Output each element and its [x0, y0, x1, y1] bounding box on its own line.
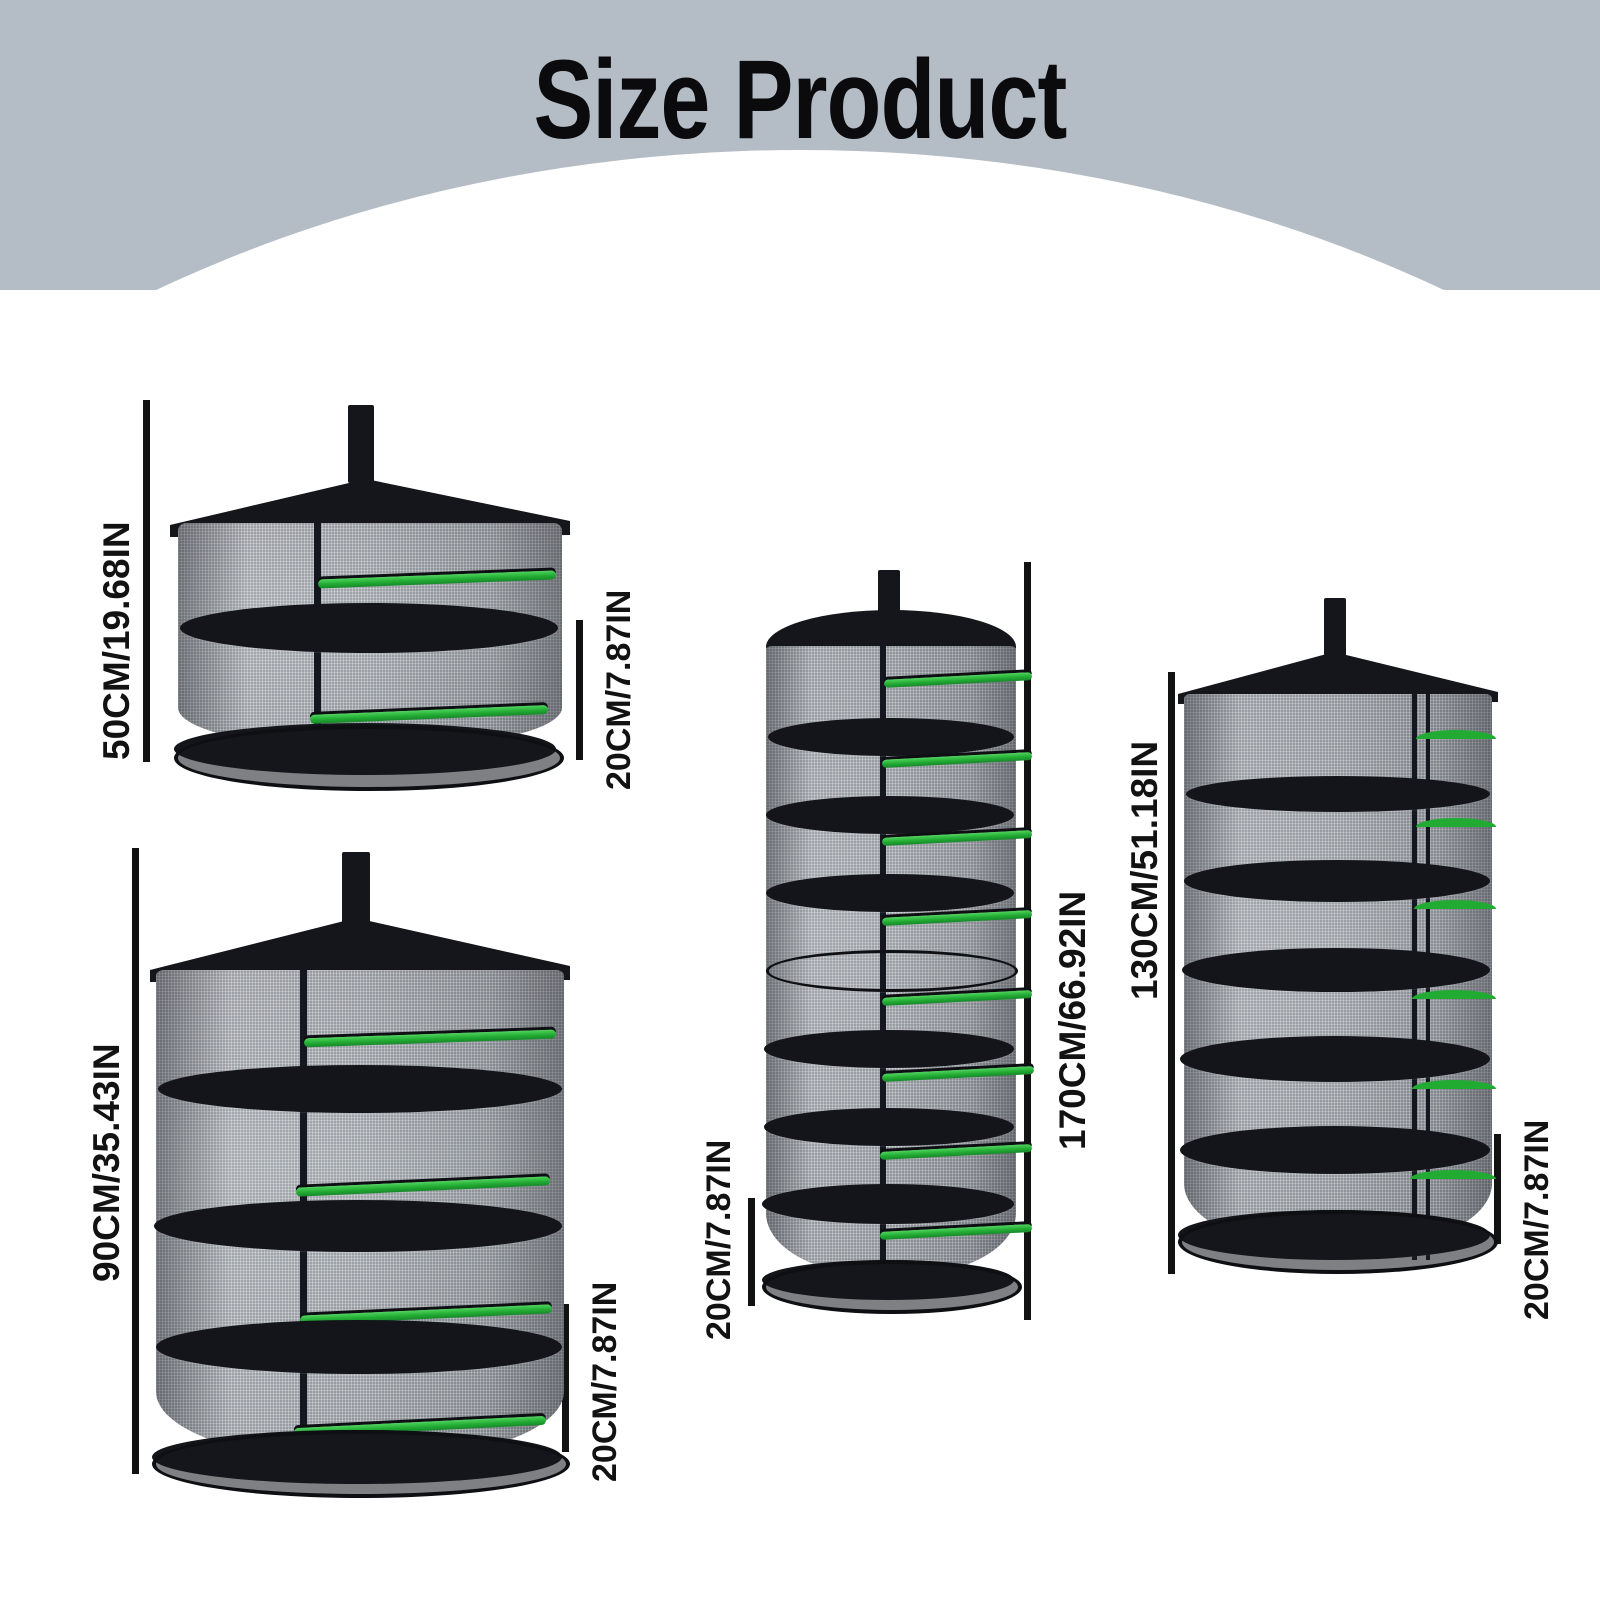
- zipper-tier-5: [1412, 1080, 1496, 1089]
- mesh-rack-130cm: [1178, 598, 1498, 1288]
- height-measure-bar-50cm: [143, 400, 150, 762]
- tray-shelf-1: [768, 718, 1014, 756]
- top-cap-cone: [150, 918, 570, 982]
- tray-shelf-4: [1180, 1036, 1490, 1082]
- tray-shelf-1: [158, 1065, 562, 1113]
- top-cap-cone: [170, 479, 570, 537]
- tray-shelf-2: [154, 1200, 562, 1252]
- hanging-strap-icon: [348, 405, 374, 483]
- tray-shelf-1: [180, 603, 558, 653]
- zipper-tier-4: [1412, 990, 1496, 999]
- bottom-rim-90cm: [152, 1430, 570, 1498]
- bottom-rim-130cm: [1178, 1210, 1498, 1274]
- hanging-strap-icon: [342, 852, 370, 924]
- hanging-strap-icon: [878, 570, 900, 622]
- tray-shelf-1: [1186, 776, 1490, 812]
- hanging-strap-icon: [1324, 598, 1346, 656]
- zipper-tier-6: [1410, 1170, 1496, 1179]
- height-measure-bar-90cm: [132, 848, 139, 1474]
- tier-measure-bar-130cm: [1494, 1134, 1501, 1244]
- zipper-tier-3: [1414, 900, 1496, 909]
- tier-measure-label-130cm: 20CM/7.87IN: [1518, 1119, 1556, 1320]
- tray-shelf-6: [764, 1108, 1014, 1146]
- tier-measure-bar-50cm: [576, 620, 583, 760]
- top-cap-cone: [1178, 652, 1498, 704]
- tray-shelf-3: [766, 874, 1014, 912]
- height-measure-label-130cm: 130CM/51.18IN: [1124, 740, 1165, 1000]
- tray-shelf-4: [766, 950, 1018, 992]
- zipper-tier-1: [1416, 730, 1496, 739]
- tray-shelf-2: [1184, 860, 1490, 902]
- tray-shelf-2: [766, 796, 1014, 834]
- tray-shelf-5: [764, 1030, 1014, 1068]
- tier-measure-bar-90cm: [562, 1304, 569, 1452]
- tray-shelf-7: [762, 1184, 1014, 1224]
- zipper-tier-2: [1416, 818, 1496, 827]
- tray-shelf-3: [1182, 948, 1490, 992]
- tray-shelf-5: [1180, 1126, 1490, 1174]
- product-rack-130cm: 130CM/51.18IN 20CM/7.87IN: [1124, 598, 1556, 1320]
- bottom-rim-170cm: [762, 1260, 1022, 1314]
- page-title: Size Product: [533, 37, 1067, 162]
- header-banner: Size Product: [0, 0, 1600, 290]
- height-measure-bar-170cm: [1024, 562, 1031, 1320]
- bottom-rim-50cm: [174, 725, 564, 791]
- tier-measure-bar-170cm: [748, 1198, 755, 1306]
- tray-shelf-3: [156, 1320, 562, 1374]
- height-measure-bar-130cm: [1168, 672, 1175, 1274]
